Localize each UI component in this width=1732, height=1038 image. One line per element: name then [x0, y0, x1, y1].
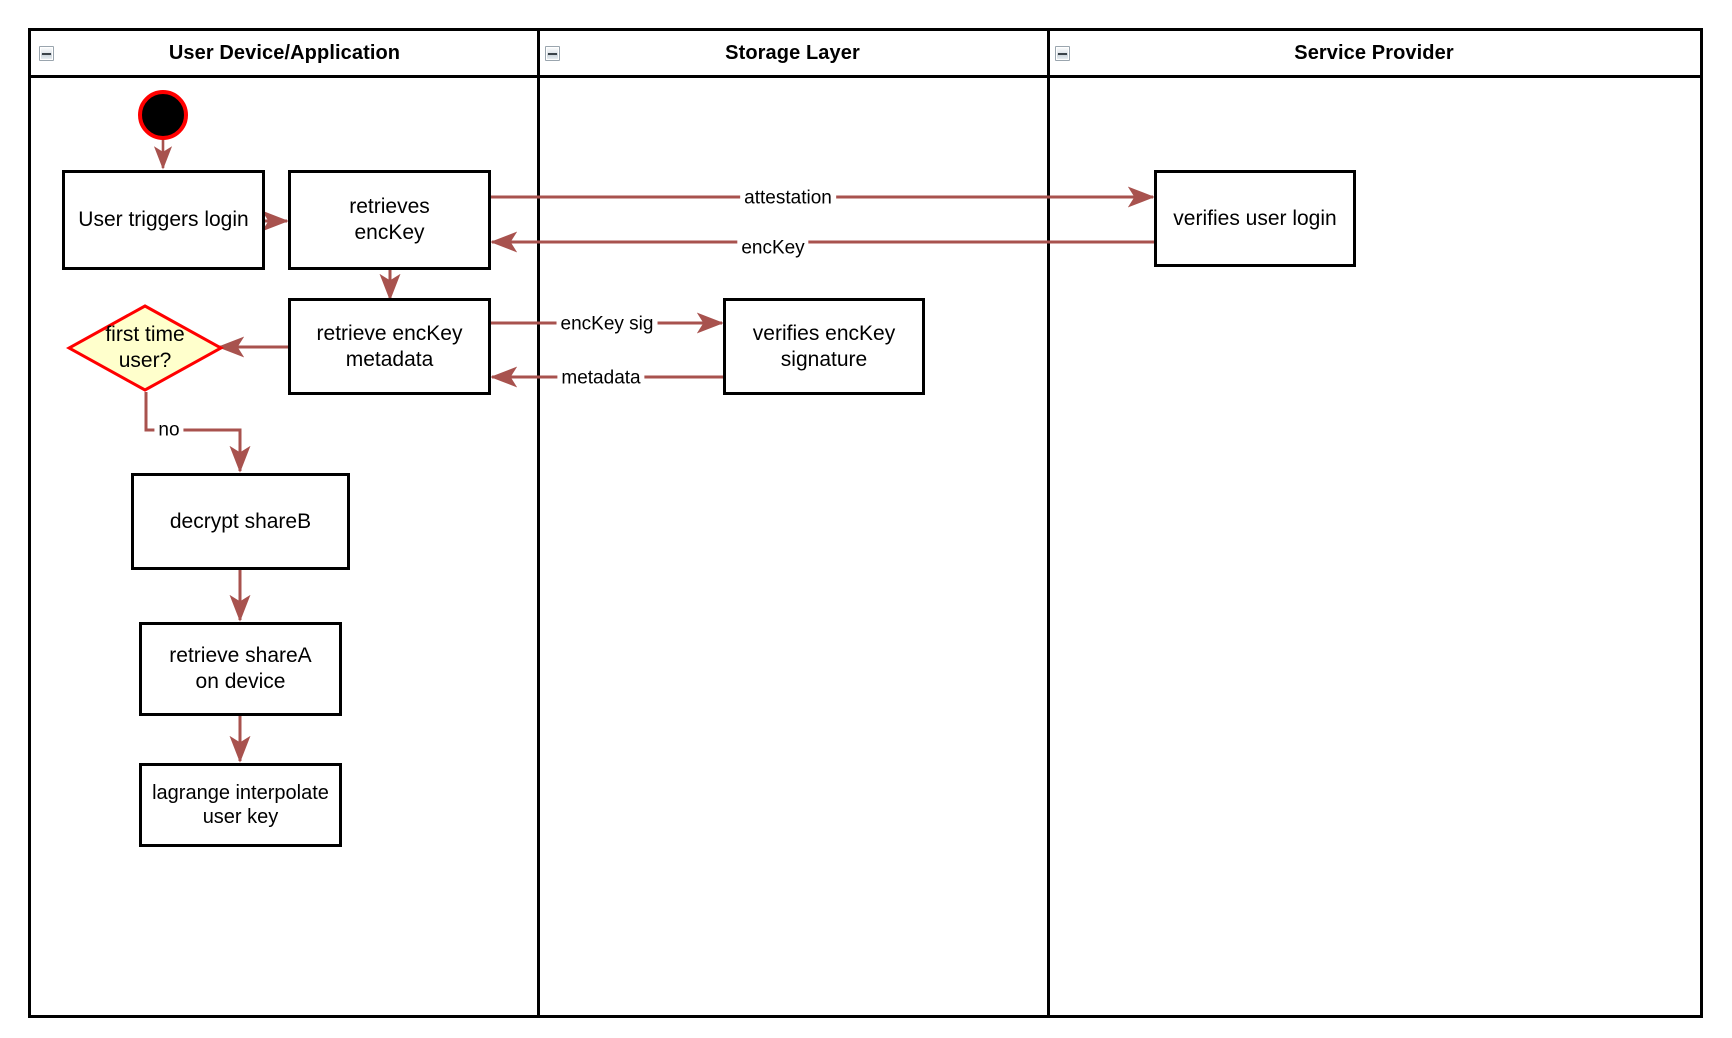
activity-verifies-enckey-signature[interactable]: verifies encKey signature — [723, 298, 925, 395]
lane-divider-1 — [537, 31, 540, 1015]
lane-divider-2 — [1047, 31, 1050, 1015]
collapse-minus-icon[interactable] — [545, 45, 560, 61]
decision-label: first time user? — [105, 323, 185, 372]
lane-header-user-device[interactable]: User Device/Application — [31, 31, 537, 78]
activity-retrieves-enckey[interactable]: retrieves encKey — [288, 170, 491, 270]
lane-title-service-provider: Service Provider — [1294, 41, 1454, 64]
activity-retrieve-enckey-metadata[interactable]: retrieve encKey metadata — [288, 298, 491, 395]
edge-label-attestation: attestation — [740, 188, 836, 208]
lane-title-storage-layer: Storage Layer — [725, 41, 860, 64]
edge-label-enckey: encKey — [737, 238, 809, 258]
lane-title-user-device: User Device/Application — [168, 41, 401, 64]
lane-header-service-provider[interactable]: Service Provider — [1047, 31, 1700, 78]
decision-shape — [66, 304, 224, 392]
edge-label-no: no — [154, 420, 184, 440]
activity-decrypt-shareb[interactable]: decrypt shareB — [131, 473, 350, 570]
activity-lagrange-interpolate-user-key[interactable]: lagrange interpolate user key — [139, 763, 342, 847]
activity-verifies-user-login[interactable]: verifies user login — [1154, 170, 1356, 267]
edge-label-enckey-sig: encKey sig — [556, 314, 658, 334]
collapse-minus-icon[interactable] — [1055, 45, 1070, 61]
activity-retrieve-sharea-on-device[interactable]: retrieve shareA on device — [139, 622, 342, 716]
decision-first-time-user[interactable]: first time user? — [66, 303, 224, 393]
collapse-minus-icon[interactable] — [39, 45, 54, 61]
lane-header-storage-layer[interactable]: Storage Layer — [537, 31, 1047, 78]
edge-label-metadata: metadata — [557, 368, 645, 388]
initial-node[interactable] — [138, 90, 188, 140]
activity-user-triggers-login[interactable]: User triggers login — [62, 170, 265, 270]
